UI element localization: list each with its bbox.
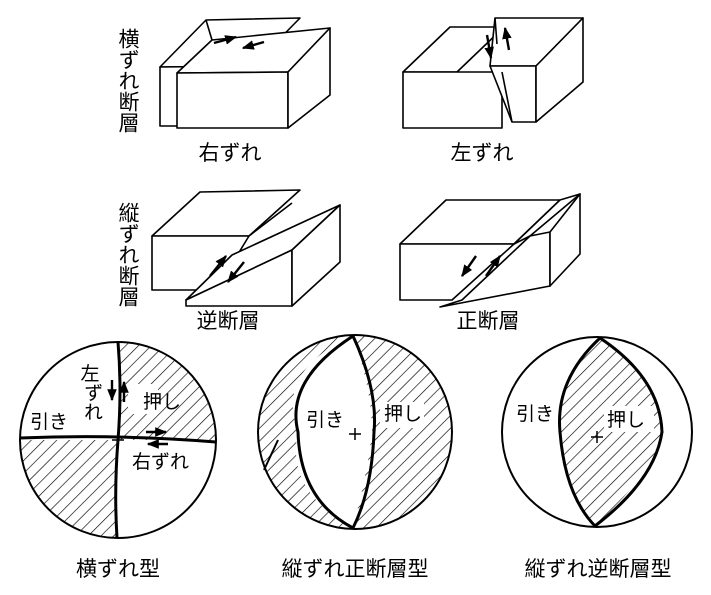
block-normal-fault-arrows	[461, 255, 501, 277]
s1-left-text: 左	[80, 363, 99, 385]
row-label-strike-slip: 横ずれ断層	[116, 28, 140, 133]
block-normal-fault	[399, 193, 581, 308]
s3-pull: 引き	[516, 403, 554, 425]
label-reverse-fault: 逆断層	[197, 309, 260, 333]
block-right-lateral	[159, 17, 331, 129]
caption-normal: 縦ずれ正断層型	[282, 557, 429, 581]
s3-push: 押し	[607, 409, 645, 431]
block-right-lateral-arrows	[213, 35, 265, 50]
s1-right-text: 右ずれ	[132, 451, 189, 473]
s1-left-text2: ずれ	[81, 383, 103, 421]
sphere-reverse	[501, 336, 693, 528]
caption-reverse: 縦ずれ逆断層型	[525, 557, 672, 581]
block-reverse-fault	[151, 189, 341, 307]
sphere-normal	[257, 334, 453, 530]
s1-pull: 引き	[30, 411, 68, 433]
s2-push: 押し	[384, 403, 422, 425]
label-left-lateral: 左ずれ	[451, 141, 514, 165]
row-label-dip-slip: 縦ずれ断層	[116, 202, 140, 307]
s2-pull: 引き	[306, 409, 344, 431]
label-normal-fault: 正断層	[457, 309, 520, 333]
sphere-strike-slip	[19, 341, 217, 539]
block-left-lateral-arrows	[484, 26, 512, 60]
label-right-lateral: 右ずれ	[199, 141, 262, 165]
caption-strike-slip: 横ずれ型	[76, 557, 160, 581]
block-left-lateral	[402, 17, 584, 129]
s1-push: 押し	[143, 391, 181, 413]
block-reverse-fault-arrows	[209, 255, 245, 283]
